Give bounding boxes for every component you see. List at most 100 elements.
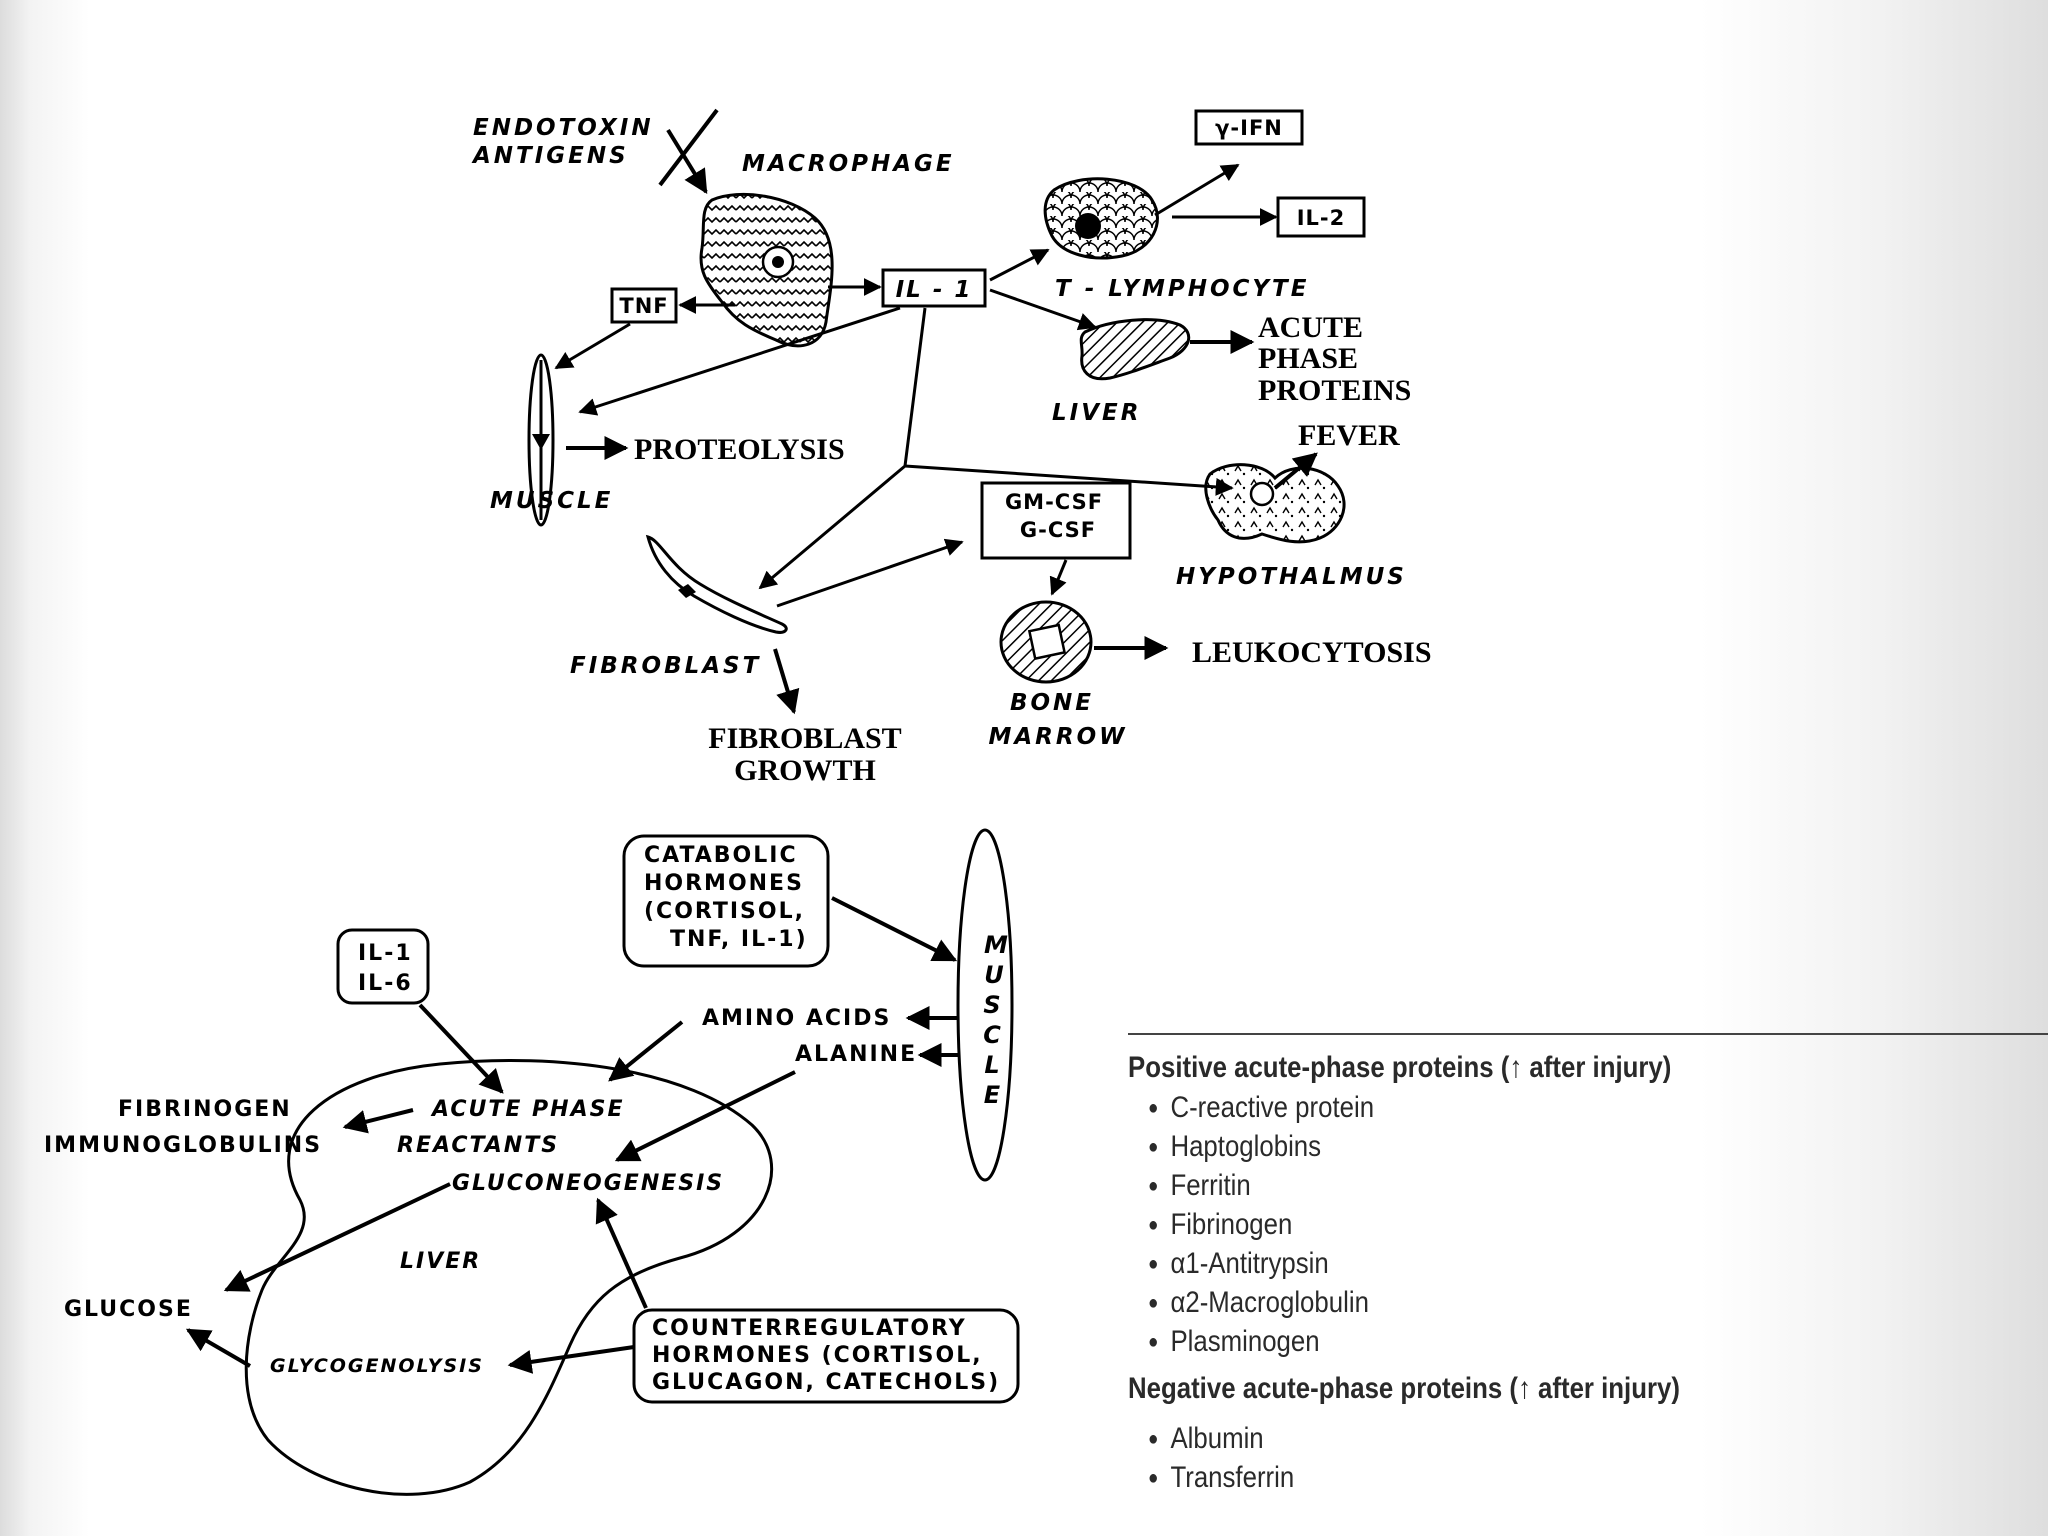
list-item: Ferritin [1148, 1166, 1922, 1205]
il1-label: IL - 1 [896, 277, 973, 303]
cytokine-line-2: IL-6 [358, 971, 413, 996]
liver-label-top: LIVER [1052, 400, 1141, 426]
fibrinogen-label: FIBRINOGEN [118, 1097, 292, 1122]
gluconeogenesis-label: GLUCONEOGENESIS [452, 1171, 724, 1196]
catabolic-line-1: CATABOLIC [644, 843, 798, 868]
fibroblast-growth-label-2: GROWTH [734, 754, 876, 787]
arrow-glycogenolysis-to-glucose [185, 1328, 252, 1368]
endotoxin-label: ENDOTOXIN [473, 115, 654, 141]
reactants-label: REACTANTS [397, 1133, 559, 1158]
muscle-letter-u: U [984, 961, 1006, 989]
negative-list: Albumin Transferrin [1128, 1419, 2048, 1497]
list-item: Haptoglobins [1148, 1127, 1922, 1166]
tnf-label: TNF [619, 294, 668, 318]
hypothalmus-organ [1204, 463, 1346, 544]
counter-line-2: HORMONES (CORTISOL, [652, 1343, 983, 1368]
arrow-il1-to-muscle [578, 306, 901, 416]
t-lymphocyte-nucleus [1075, 213, 1101, 239]
arrow-to-fever [1273, 452, 1318, 490]
gamma-ifn-label: γ-IFN [1215, 116, 1283, 140]
cytokine-box [336, 928, 430, 1005]
catabolic-line-2: HORMONES [644, 871, 804, 896]
list-item: Albumin [1148, 1419, 1922, 1458]
muscle-label-top: MUSCLE [490, 488, 613, 514]
il2-label: IL-2 [1297, 206, 1346, 230]
muscle-letter-s: S [983, 991, 1002, 1019]
marrow-label: MARROW [988, 724, 1127, 750]
antigens-label: ANTIGENS [471, 143, 629, 169]
arrow-cytokines-to-acute-phase [418, 1003, 504, 1094]
g-csf-label: G-CSF [1020, 518, 1096, 542]
il1-box [881, 268, 987, 308]
list-item: α2-Macroglobulin [1148, 1283, 1922, 1322]
macrophage-label: MACROPHAGE [742, 151, 955, 177]
hypothalmus-label: HYPOTHALMUS [1176, 564, 1407, 590]
counter-line-1: COUNTERREGULATORY [652, 1316, 967, 1341]
glucose-label: GLUCOSE [64, 1297, 193, 1322]
arrow-il1-to-hypothalmus [904, 464, 1234, 496]
liver-label-bottom: LIVER [400, 1249, 481, 1274]
bone-marrow-core [1027, 623, 1067, 661]
liver-organ-top [1079, 318, 1191, 381]
muscle-ellipse-bottom [956, 828, 1014, 1182]
catabolic-hormones-box [622, 834, 830, 968]
block-line [658, 108, 719, 187]
gamma-ifn-box [1194, 109, 1304, 146]
counterregulatory-box [632, 1308, 1020, 1404]
liver-outline [244, 1058, 774, 1496]
counter-line-3: GLUCAGON, CATECHOLS) [652, 1370, 1000, 1395]
fibroblast-nucleus [678, 584, 696, 598]
fibroblast-growth-label-1: FIBROBLAST [708, 722, 901, 755]
muscle-letter-c: C [983, 1021, 1003, 1049]
catabolic-line-3: (CORTISOL, [644, 899, 805, 924]
gm-csf-label: GM-CSF [1005, 490, 1103, 514]
proteolysis-label: PROTEOLYSIS [634, 433, 845, 466]
t-lymphocyte-cell [1043, 177, 1159, 260]
phase-label: PHASE [1258, 342, 1358, 375]
negative-header: Negative acute-phase proteins (↑ after i… [1128, 1372, 1680, 1405]
list-item: Transferrin [1148, 1458, 1922, 1497]
acute-phase-proteins-table: Positive acute-phase proteins (↑ after i… [1128, 1033, 2048, 1515]
acute-label: ACUTE [1258, 311, 1363, 344]
arrow-il1-to-liver [989, 288, 1097, 331]
positive-list: C-reactive protein Haptoglobins Ferritin… [1128, 1088, 2048, 1361]
arrow-tnf-to-muscle [554, 322, 631, 370]
arrow-fibroblast-to-csf [776, 538, 964, 608]
list-item: Plasminogen [1148, 1322, 1922, 1361]
arrow-to-fibrinogen [342, 1108, 414, 1134]
muscle-letter-l: L [984, 1051, 1001, 1079]
arrow-csf-to-bone-marrow [1049, 559, 1068, 596]
list-item: C-reactive protein [1148, 1088, 1922, 1127]
amino-acids-label: AMINO ACIDS [702, 1006, 891, 1031]
immunoglobulins-label: IMMUNOGLOBULINS [44, 1133, 322, 1158]
arrow-endotoxin-to-macrophage [666, 128, 708, 195]
arrow-amino-acids-to-acute-phase [608, 1020, 684, 1082]
il2-box [1276, 196, 1366, 238]
glycogenolysis-label: GLYCOGENOLYSIS [270, 1355, 484, 1377]
list-item: Fibrinogen [1148, 1205, 1922, 1244]
bone-label: BONE [1010, 690, 1094, 716]
muscle-fiber-nucleus [532, 434, 550, 450]
arrow-il1-to-t-lymphocyte [989, 248, 1050, 282]
arrow-counter-to-gluconeogenesis [595, 1197, 648, 1309]
t-lymphocyte-label: T - LYMPHOCYTE [1055, 276, 1309, 302]
tnf-box [610, 287, 678, 324]
csf-box [980, 481, 1132, 560]
arrow-to-gamma-ifn [1154, 163, 1240, 217]
fibroblast-label: FIBROBLAST [570, 653, 761, 679]
fever-label: FEVER [1298, 419, 1400, 452]
acute-phase-label: ACUTE PHASE [430, 1097, 625, 1122]
hypothalmus-nucleus [1249, 481, 1275, 507]
macrophage-nucleolus [772, 256, 784, 268]
alanine-label: ALANINE [795, 1042, 917, 1067]
list-item: α1-Antitrypsin [1148, 1244, 1922, 1283]
arrow-counter-to-glycogenolysis [507, 1345, 635, 1374]
positive-header: Positive acute-phase proteins (↑ after i… [1128, 1051, 1672, 1084]
arrow-alanine-to-gluconeogenesis [614, 1070, 796, 1162]
arrow-catabolic-to-muscle [831, 896, 958, 962]
leukocytosis-label: LEUKOCYTOSIS [1192, 636, 1432, 669]
catabolic-line-4: TNF, IL-1) [670, 927, 808, 952]
arrow-to-fibroblast-growth [773, 648, 800, 715]
